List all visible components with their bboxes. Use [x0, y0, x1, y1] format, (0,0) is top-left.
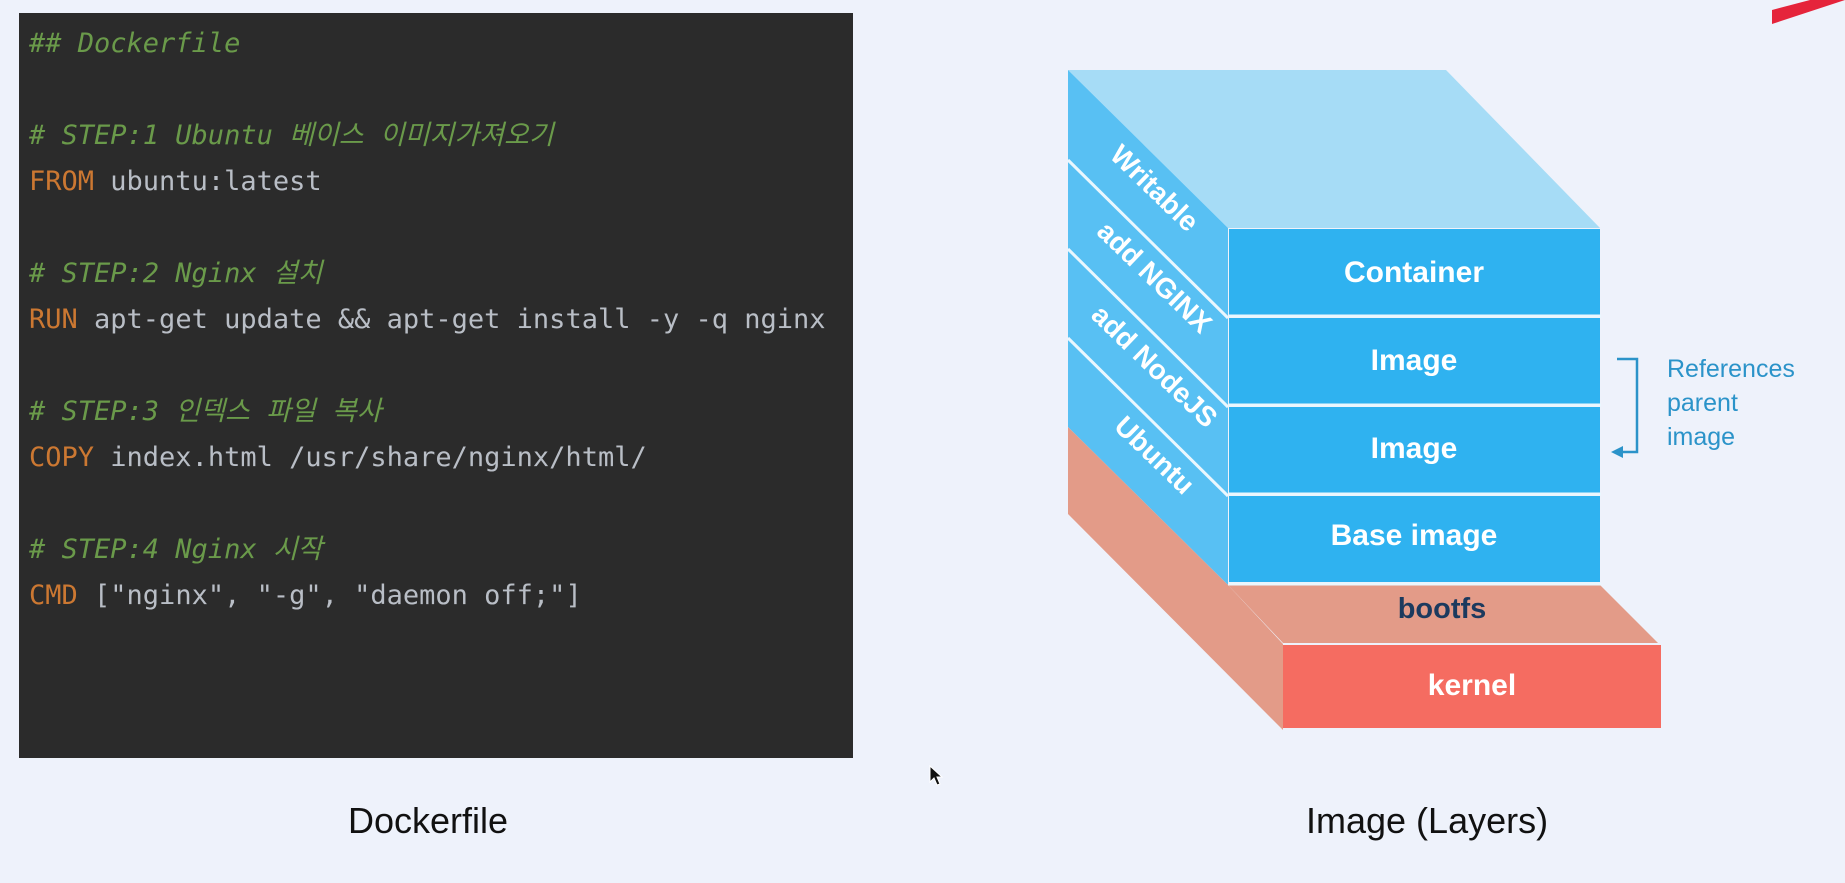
- reference-bracket: [1611, 357, 1639, 458]
- code-keyword: RUN: [29, 304, 78, 335]
- label-bootfs: bootfs: [1398, 593, 1487, 625]
- code-line: COPY index.html /usr/share/nginx/html/: [29, 435, 853, 481]
- code-comment: ## Dockerfile: [29, 28, 241, 59]
- code-line: ## Dockerfile: [29, 21, 853, 67]
- label-image-2: Image: [1371, 432, 1458, 465]
- side-slab-nginx: [1068, 160, 1228, 407]
- code-text: index.html /usr/share/nginx/html/: [94, 442, 647, 473]
- layer-container: [1229, 229, 1600, 315]
- code-text: ["nginx", "-g", "daemon off;"]: [77, 580, 582, 611]
- code-keyword: FROM: [29, 166, 95, 197]
- code-keyword: COPY: [29, 442, 95, 473]
- code-comment: # STEP:4 Nginx 시작: [29, 534, 323, 565]
- code-line: RUN apt-get update && apt-get install -y…: [29, 297, 853, 343]
- code-comment: # STEP:2 Nginx 설치: [29, 258, 323, 289]
- reference-note-line-2: parent: [1667, 389, 1738, 417]
- code-line: # STEP:3 인덱스 파일 복사: [29, 389, 853, 435]
- label-kernel: kernel: [1428, 669, 1516, 702]
- code-line: # STEP:2 Nginx 설치: [29, 251, 853, 297]
- top-face: [1068, 70, 1600, 228]
- label-container: Container: [1344, 256, 1484, 289]
- side-slab-nodejs: [1068, 249, 1228, 496]
- corner-logo-mark: [1772, 0, 1845, 24]
- code-comment: # STEP:3 인덱스 파일 복사: [29, 396, 382, 427]
- caption-dockerfile: Dockerfile: [348, 800, 509, 841]
- layer-image-1: [1229, 318, 1600, 404]
- side-slab-writable: [1068, 70, 1228, 318]
- code-line: # STEP:1 Ubuntu 베이스 이미지가져오기: [29, 113, 853, 159]
- code-line: # STEP:4 Nginx 시작: [29, 527, 853, 573]
- label-base-image: Base image: [1331, 519, 1498, 552]
- side-slab-ubuntu: [1068, 338, 1228, 585]
- mouse-pointer-icon: [929, 765, 943, 786]
- code-comment: # STEP:1 Ubuntu 베이스 이미지가져오기: [29, 120, 554, 151]
- bootfs-layer: [1228, 585, 1658, 643]
- code-keyword: CMD: [29, 580, 78, 611]
- side-slab-boot: [1068, 427, 1283, 730]
- reference-note-line-3: image: [1667, 423, 1735, 451]
- layer-image-2: [1229, 407, 1600, 493]
- kernel-layer: [1283, 645, 1661, 728]
- label-image-1: Image: [1371, 344, 1458, 377]
- caption-image-layers: Image (Layers): [1306, 800, 1549, 841]
- layer-base-image: [1229, 496, 1600, 582]
- dockerfile-code-panel: ## Dockerfile # STEP:1 Ubuntu 베이스 이미지가져오기…: [19, 13, 853, 758]
- code-line: CMD ["nginx", "-g", "daemon off;"]: [29, 573, 853, 619]
- code-line: FROM ubuntu:latest: [29, 159, 853, 205]
- code-text: ubuntu:latest: [94, 166, 322, 197]
- reference-note-line-1: References: [1667, 355, 1795, 383]
- code-text: apt-get update && apt-get install -y -q …: [77, 304, 826, 335]
